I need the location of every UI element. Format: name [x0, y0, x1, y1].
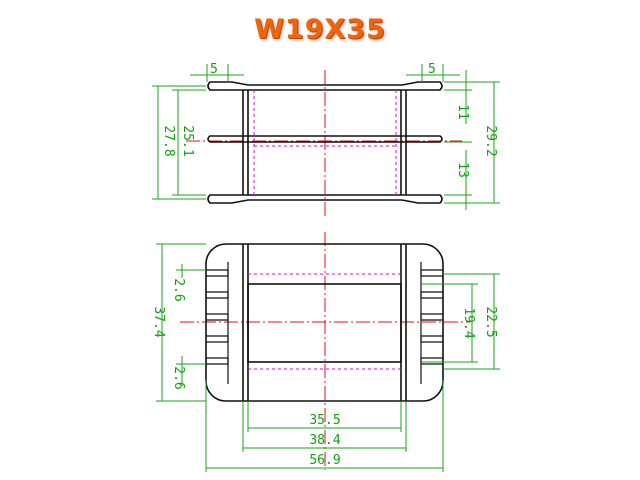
dim-core-height: 22.5 — [483, 306, 498, 337]
bobbin-outline — [205, 243, 444, 402]
dim-flange-left: 5 — [210, 62, 218, 77]
dim-height-inner: 25.1 — [180, 125, 195, 156]
dim-width-inner: 35.5 — [309, 413, 340, 428]
dim-plan-height: 37.4 — [151, 306, 166, 337]
core-window — [247, 283, 402, 363]
top-flange — [207, 81, 443, 91]
right-pin-slots — [420, 262, 443, 384]
dim-tooth-lower: 2.6 — [171, 366, 186, 389]
drawing-title: W19X35 — [254, 14, 386, 45]
dim-window-height: 19.4 — [461, 307, 476, 338]
dim-height-total: 29.2 — [483, 125, 498, 156]
top-view: 5 5 27.8 25.1 29.2 11 13 — [152, 62, 500, 218]
dim-width-total: 56.9 — [309, 453, 340, 468]
dim-height-outer: 27.8 — [161, 125, 176, 156]
bottom-view: 37.4 2.6 2.6 19.4 22.5 35.5 38.4 56.9 — [151, 232, 500, 472]
bottom-flange — [207, 194, 443, 204]
dim-tooth-upper: 2.6 — [171, 278, 186, 301]
dim-gap-upper: 11 — [455, 104, 470, 120]
dim-gap-lower: 13 — [455, 162, 470, 178]
left-pin-slots — [206, 262, 229, 384]
dim-width-mid: 38.4 — [309, 433, 340, 448]
dim-flange-right: 5 — [428, 62, 436, 77]
middle-plate — [207, 135, 443, 143]
